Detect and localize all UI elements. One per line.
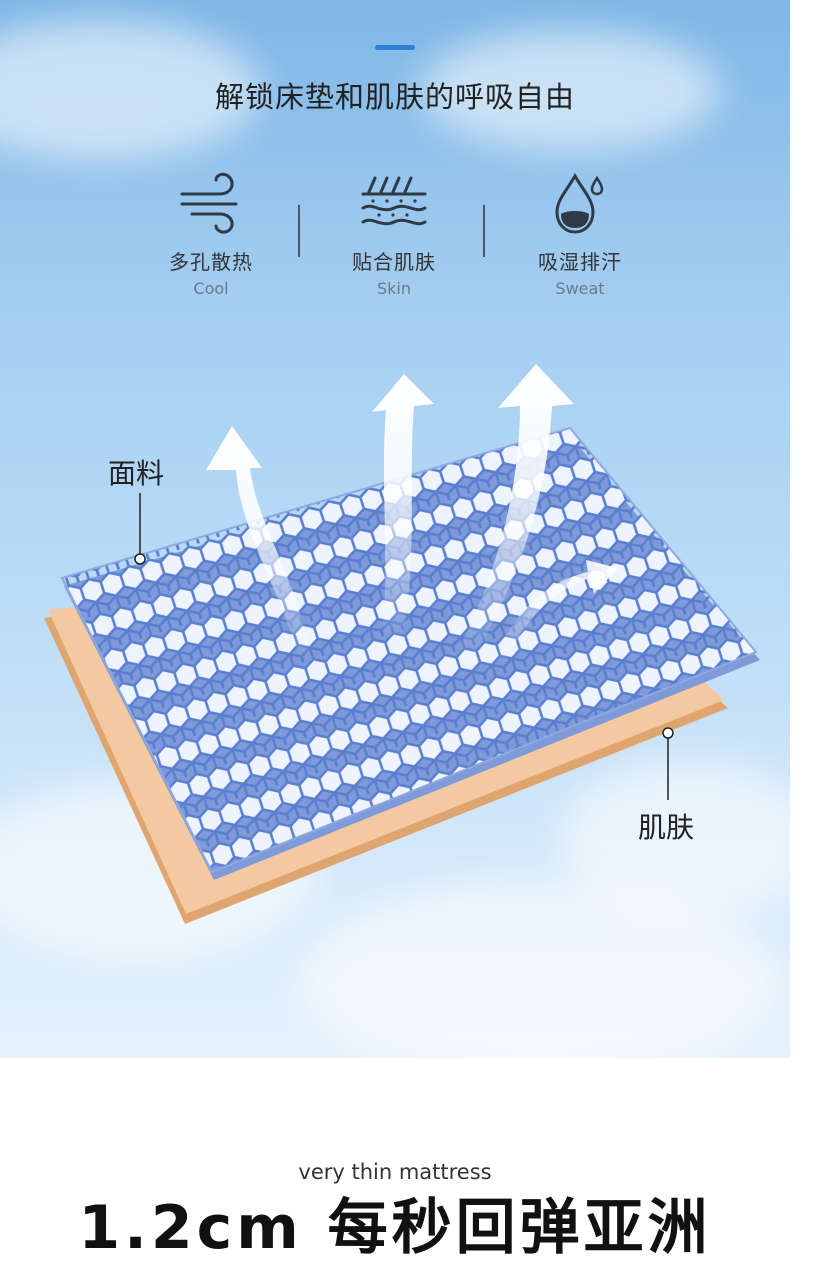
feature-title: 多孔散热: [169, 250, 253, 274]
feature-cool: 多孔散热 Cool: [136, 168, 286, 298]
fabric-callout-dot: [134, 553, 146, 565]
skin-layers-icon: [361, 176, 427, 226]
feature-title: 吸湿排汗: [538, 250, 622, 274]
feature-title: 贴合肌肤: [352, 250, 436, 274]
water-drop-icon: [555, 172, 604, 234]
section-subtitle: very thin mattress: [298, 1160, 492, 1184]
feature-subtitle: Skin: [376, 279, 411, 298]
feature-sweat: 吸湿排汗 Sweat: [505, 168, 655, 298]
airflow-arrow: [372, 374, 434, 640]
fabric-skin-illustration: [44, 364, 760, 924]
fabric-label: 面料: [108, 457, 165, 490]
section-title: 1.2cm 每秒回弹亚洲: [78, 1193, 712, 1263]
airflow-arrow: [206, 426, 310, 660]
cloud: [420, 30, 720, 150]
cloud: [0, 20, 260, 160]
skin-label: 肌肤: [638, 811, 695, 844]
divider: [483, 205, 485, 257]
skin-callout-dot: [662, 727, 674, 739]
airflow-arrow: [458, 364, 574, 656]
hero-background: 解锁床垫和肌肤的呼吸自由 多孔散热 Cool 贴: [0, 0, 790, 1058]
feature-subtitle: Sweat: [555, 279, 605, 298]
accent-bar: [375, 45, 415, 50]
airflow-arrow: [496, 560, 618, 660]
page-headline: 解锁床垫和肌肤的呼吸自由: [214, 80, 575, 114]
feature-skin: 贴合肌肤 Skin: [319, 168, 469, 298]
divider: [298, 205, 300, 257]
feature-subtitle: Cool: [193, 279, 229, 298]
wind-icon: [180, 172, 238, 234]
cloud: [560, 760, 820, 920]
